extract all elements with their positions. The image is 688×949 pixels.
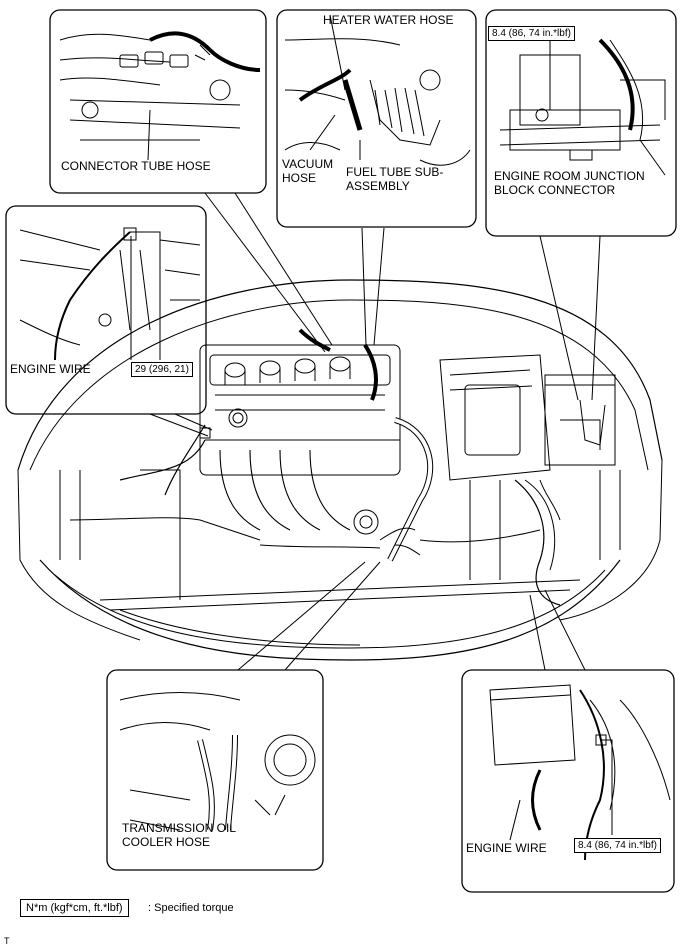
panel-engine-wire-left: [5, 205, 207, 415]
coil-packs: [224, 356, 351, 385]
label-fuel-tube-line1: FUEL TUBE SUB-: [346, 165, 444, 179]
torque-box-junction-block: 8.4 (86, 74 in.*lbf): [488, 26, 575, 41]
label-connector-tube-hose: CONNECTOR TUBE HOSE: [61, 159, 211, 173]
panel-heater-vacuum-fuel: [276, 9, 477, 228]
label-fuel-tube-line2: ASSEMBLY: [346, 179, 410, 193]
engine-bay-main: [17, 279, 663, 661]
torque-box-engine-wire-left: 29 (296, 21): [131, 362, 193, 377]
label-tx-oil-cooler-line2: COOLER HOSE: [122, 835, 211, 849]
callout-lines: [149, 192, 601, 671]
panel-connector-tube-hose: [49, 9, 267, 194]
label-vacuum-hose-line1: VACUUM: [282, 157, 334, 171]
legend-meaning: : Specified torque: [148, 902, 234, 914]
torque-leader-lines: [130, 40, 551, 360]
panel-tx-oil-cooler: [106, 669, 324, 871]
torque-box-engine-wire-right: 8.4 (86, 74 in.*lbf): [574, 838, 661, 853]
legend-unit-box: N*m (kgf*cm, ft.*lbf): [20, 899, 129, 917]
label-engine-room-junction-line2: BLOCK CONNECTOR: [494, 183, 616, 197]
panel-junction-block: [485, 9, 677, 237]
label-engine-wire-left: ENGINE WIRE: [10, 362, 91, 376]
label-engine-wire-right: ENGINE WIRE: [466, 841, 547, 855]
corner-code: T: [4, 936, 10, 946]
label-tx-oil-cooler-line1: TRANSMISSION OIL: [122, 821, 237, 835]
label-vacuum-hose-line2: HOSE: [282, 171, 317, 185]
panel-engine-wire-right: [461, 669, 675, 893]
label-engine-room-junction-line1: ENGINE ROOM JUNCTION: [494, 169, 645, 183]
label-heater-water-hose: HEATER WATER HOSE: [323, 13, 454, 27]
